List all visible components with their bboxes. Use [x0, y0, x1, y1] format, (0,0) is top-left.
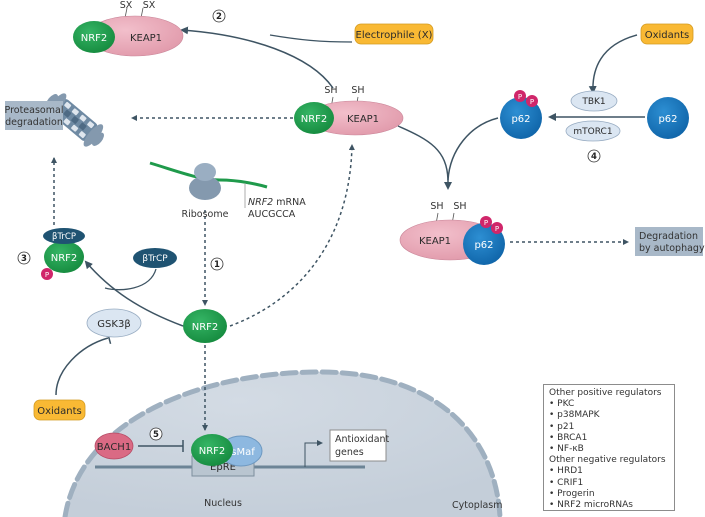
- positive-regulator-item: NF-κB: [549, 444, 669, 455]
- step-3-badge: 3: [17, 251, 31, 265]
- betatrcp-free-label: βTrCP: [142, 254, 168, 264]
- phospho-label: P: [484, 219, 488, 227]
- step-2-label: 2: [216, 12, 222, 22]
- mrna-label: NRF2 mRNA: [248, 197, 306, 208]
- bach1-label: BACH1: [97, 442, 131, 453]
- cytoplasm-label: Cytoplasm: [452, 500, 503, 511]
- oxidants-tbk1-arrow: [588, 34, 638, 94]
- gsk3b-label: GSK3β: [97, 319, 130, 330]
- p62-phospho-label: p62: [511, 114, 530, 125]
- proteasomal-degradation-box: Proteasomal degradation: [5, 101, 64, 130]
- keap1-nrf2-complex: SH SH NRF2 KEAP1: [294, 85, 404, 136]
- phospho-label: P: [45, 271, 49, 279]
- nucleus-label: Nucleus: [204, 498, 242, 509]
- transcription-arrow: [304, 440, 323, 467]
- ribosome-icon: [189, 163, 221, 200]
- step-1-badge: 1: [210, 257, 224, 271]
- p62-complex-label: p62: [474, 240, 493, 251]
- smaf-label: sMaf: [231, 447, 255, 458]
- sx-label: SX: [120, 0, 133, 11]
- sh-label: SH: [430, 201, 443, 212]
- nrf2-center-label: NRF2: [301, 114, 328, 125]
- ribosome-label: Ribosome: [182, 209, 229, 220]
- keap1-p62-complex: SH SH KEAP1 p62 P P: [399, 201, 505, 265]
- proteasomal-label-1: Proteasomal: [5, 105, 64, 116]
- nrf2-keap1-binding-arrow: [229, 144, 355, 327]
- tbk1-label: TBK1: [581, 97, 605, 107]
- step-4-badge: 4: [587, 149, 601, 163]
- autophagy-degradation-box: Degradation by autophagy: [635, 227, 705, 256]
- p62-label: p62: [658, 114, 677, 125]
- keap1-nrf2-modified-complex: SX SX NRF2 KEAP1: [73, 0, 184, 57]
- tbk1-kinase: TBK1: [570, 90, 618, 112]
- step-5-badge: 5: [149, 427, 163, 441]
- electrophile-input-curve: [269, 34, 353, 43]
- keap1-merge-curve: [397, 125, 449, 181]
- nrf2-ubiquitination-arrow: [84, 260, 184, 327]
- nrf2-mrna-strand: [149, 161, 268, 189]
- oxidants-left-label: Oxidants: [37, 406, 82, 417]
- gsk3b-kinase: GSK3β: [86, 308, 142, 338]
- positive-regulator-item: p21: [549, 422, 669, 433]
- mtorc1-kinase: mTORC1: [565, 120, 621, 142]
- electrophile-label: Electrophile (X): [356, 30, 433, 41]
- complex-betatrcp-label: βTrCP: [52, 232, 76, 242]
- complex-nrf2-label: NRF2: [51, 253, 78, 264]
- p62-phosphorylated: p62 P P: [500, 90, 542, 139]
- phospho-label: P: [518, 93, 522, 101]
- step-3-label: 3: [21, 254, 27, 264]
- bach1-protein: BACH1: [94, 432, 134, 460]
- epre-label: EpRE: [210, 462, 236, 473]
- betatrcp-nrf2-complex: NRF2 βTrCP P: [41, 228, 85, 280]
- negative-regulator-item: CRIF1: [549, 478, 669, 489]
- phospho-label: P: [530, 98, 534, 106]
- antioxidant-genes-label-1: Antioxidant: [335, 434, 390, 445]
- betatrcp-binding-curve: [104, 268, 157, 291]
- nrf2-free: NRF2: [183, 309, 227, 343]
- electrophile-modification-arrow: [180, 26, 334, 89]
- nrf2-nuclear-label: NRF2: [199, 446, 226, 457]
- p62-unphosphorylated: p62: [647, 97, 689, 139]
- nrf2-free-label: NRF2: [192, 322, 219, 333]
- positive-regulator-item: BRCA1: [549, 433, 669, 444]
- regulators-legend: Other positive regulators PKC p38MAPK p2…: [543, 384, 675, 511]
- nrf2-nuclear: NRF2: [191, 434, 233, 466]
- sx-label: SX: [143, 0, 156, 11]
- negative-regulator-item: NRF2 microRNAs: [549, 500, 669, 511]
- nrf2-modified-label: NRF2: [81, 33, 108, 44]
- electrophile-stimulus: Electrophile (X): [354, 23, 434, 45]
- mtorc1-label: mTORC1: [573, 127, 612, 137]
- sh-label: SH: [324, 85, 337, 96]
- sh-label: SH: [351, 85, 364, 96]
- antioxidant-genes-label-2: genes: [335, 447, 364, 458]
- step-4-label: 4: [591, 152, 597, 162]
- step-5-label: 5: [153, 430, 159, 440]
- positive-regulators-title: Other positive regulators: [549, 388, 662, 398]
- negative-regulator-item: HRD1: [549, 466, 669, 477]
- mrna-sequence: AUCGCCA: [248, 209, 296, 220]
- p62-merge-curve: [447, 117, 499, 181]
- positive-regulator-item: p38MAPK: [549, 410, 669, 421]
- keap1-modified-label: KEAP1: [130, 33, 162, 44]
- proteasomal-label-2: degradation: [5, 117, 63, 128]
- autophagy-label-1: Degradation: [639, 231, 698, 242]
- oxidants-top-label: Oxidants: [645, 30, 690, 41]
- autophagy-label-2: by autophagy: [639, 243, 705, 254]
- keap1-center-label: KEAP1: [347, 114, 379, 125]
- step-1-label: 1: [214, 260, 220, 270]
- keap1-autophagy-label: KEAP1: [419, 236, 451, 247]
- sh-label: SH: [453, 201, 466, 212]
- negative-regulators-title: Other negative regulators: [549, 455, 666, 466]
- step-2-badge: 2: [212, 9, 226, 23]
- positive-regulator-item: PKC: [549, 399, 669, 410]
- oxidants-top-stimulus: Oxidants: [640, 23, 694, 45]
- antioxidant-genes-box: Antioxidant genes: [329, 429, 390, 462]
- oxidants-left-stimulus: Oxidants: [33, 399, 86, 421]
- negative-regulator-item: Progerin: [549, 489, 669, 500]
- oxidants-gsk3b-inhibition: [55, 337, 109, 396]
- phospho-label: P: [495, 225, 499, 233]
- betatrcp-free: βTrCP: [133, 248, 177, 268]
